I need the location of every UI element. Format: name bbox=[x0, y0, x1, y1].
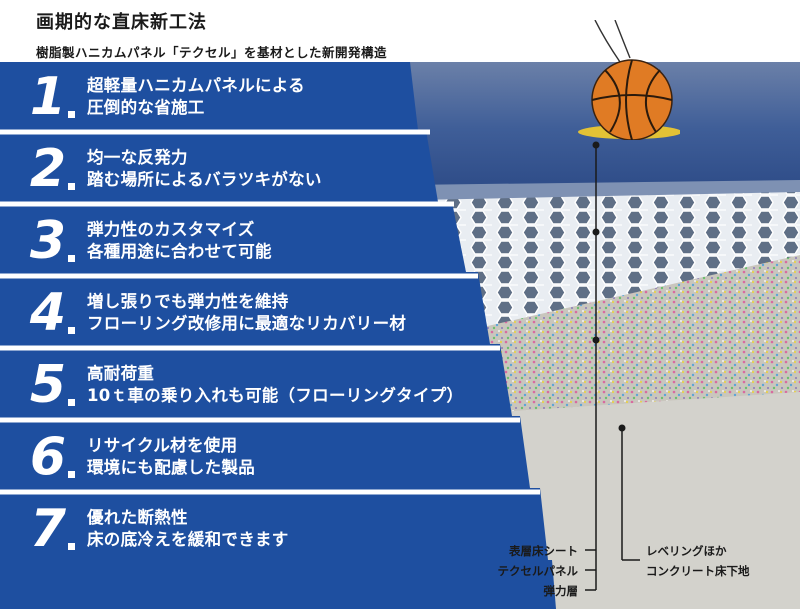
feature-line2: 各種用途に合わせて可能 bbox=[87, 242, 272, 261]
label-surface-sheet: 表層床シート bbox=[509, 544, 578, 558]
feature-item: 6 リサイクル材を使用 環境にも配慮した製品 bbox=[0, 424, 255, 490]
number-dot bbox=[68, 110, 75, 118]
features-list: 1 超軽量ハニカムパネルによる 圧倒的な省施工 2 均一な反発力 踏む場所による… bbox=[0, 62, 560, 609]
feature-line2: 10ｔ車の乗り入れも可能（フローリングタイプ） bbox=[87, 386, 464, 405]
page-title: 画期的な直床新工法 bbox=[36, 12, 207, 33]
feature-item: 4 増し張りでも弾力性を維持 フローリング改修用に最適なリカバリー材 bbox=[0, 280, 406, 346]
feature-number: 3 bbox=[29, 211, 66, 271]
feature-line1: 優れた断熱性 bbox=[87, 508, 188, 527]
feature-item: 2 均一な反発力 踏む場所によるバラツキがない bbox=[0, 136, 322, 202]
number-dot bbox=[68, 398, 75, 406]
feature-item: 5 高耐荷重 10ｔ車の乗り入れも可能（フローリングタイプ） bbox=[0, 352, 463, 418]
header: 画期的な直床新工法 樹脂製ハニカムパネル「テクセル」を基材とした新開発構造 bbox=[36, 8, 387, 61]
feature-line2: 環境にも配慮した製品 bbox=[87, 458, 255, 477]
number-dot bbox=[68, 326, 75, 334]
feature-item: 3 弾力性のカスタマイズ 各種用途に合わせて可能 bbox=[0, 208, 272, 274]
number-dot bbox=[68, 254, 75, 262]
feature-line2: フローリング改修用に最適なリカバリー材 bbox=[87, 314, 407, 333]
feature-item: 1 超軽量ハニカムパネルによる 圧倒的な省施工 bbox=[0, 64, 305, 130]
feature-line1: リサイクル材を使用 bbox=[87, 436, 238, 455]
label-leveling: レベリングほか bbox=[646, 544, 727, 558]
number-dot bbox=[68, 182, 75, 190]
page-subtitle: 樹脂製ハニカムパネル「テクセル」を基材とした新開発構造 bbox=[36, 45, 388, 60]
feature-number: 5 bbox=[29, 355, 66, 415]
feature-line1: 均一な反発力 bbox=[87, 148, 188, 167]
feature-line2: 床の底冷えを緩和できます bbox=[87, 530, 289, 549]
feature-line1: 弾力性のカスタマイズ bbox=[87, 220, 255, 239]
feature-bands bbox=[0, 62, 556, 609]
feature-number: 1 bbox=[29, 67, 66, 127]
number-dot bbox=[68, 470, 75, 478]
feature-line2: 圧倒的な省施工 bbox=[87, 98, 205, 117]
feature-line2: 踏む場所によるバラツキがない bbox=[87, 170, 322, 189]
feature-line1: 高耐荷重 bbox=[87, 364, 155, 383]
label-texel-panel: テクセルパネル bbox=[497, 564, 579, 578]
label-concrete-base: コンクリート床下地 bbox=[646, 564, 750, 578]
feature-number: 7 bbox=[29, 499, 66, 559]
feature-item: 7 優れた断熱性 床の底冷えを緩和できます bbox=[0, 496, 289, 562]
feature-number: 6 bbox=[29, 427, 66, 487]
feature-line1: 超軽量ハニカムパネルによる bbox=[87, 76, 305, 95]
feature-number: 4 bbox=[29, 283, 66, 343]
basketball-icon bbox=[578, 20, 680, 140]
label-elastic-layer: 弾力層 bbox=[543, 584, 579, 598]
number-dot bbox=[68, 542, 75, 550]
feature-number: 2 bbox=[29, 139, 66, 199]
feature-line1: 増し張りでも弾力性を維持 bbox=[87, 292, 289, 311]
